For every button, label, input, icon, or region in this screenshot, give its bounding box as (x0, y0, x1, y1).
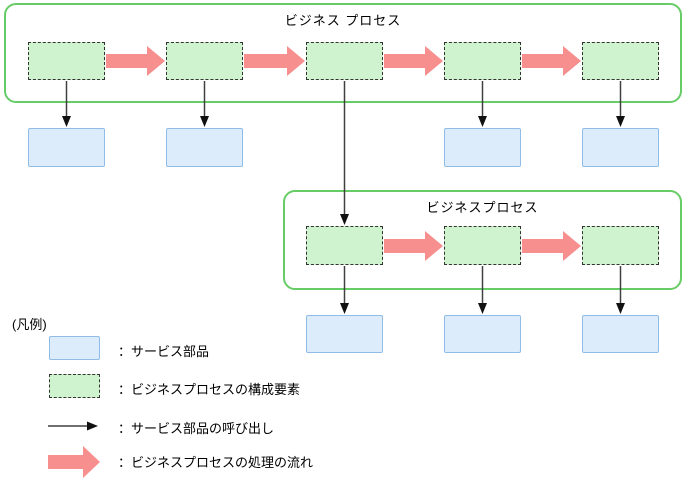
business-process-title-sub: ビジネスプロセス (426, 200, 539, 215)
process-element-box (582, 42, 659, 80)
legend-service-part-swatch (49, 336, 100, 360)
process-element-box (444, 226, 521, 265)
service-part-box (306, 315, 383, 353)
service-part-box (444, 128, 521, 167)
legend-label-flow-arrow: ：ビジネスプロセスの処理の流れ (118, 455, 314, 470)
legend-label-process-element: ：ビジネスプロセスの構成要素 (118, 382, 301, 397)
service-part-box (166, 128, 243, 167)
legend-title: (凡例) (12, 317, 47, 332)
process-element-box (166, 42, 243, 80)
legend-label-call-arrow: ：サービス部品の呼び出し (118, 421, 275, 436)
business-process-group-top: ビジネス プロセス (4, 3, 682, 103)
service-part-box (28, 128, 105, 167)
process-element-box (306, 226, 383, 265)
legend-flow-arrow-swatch (48, 446, 100, 478)
business-process-title-top: ビジネス プロセス (284, 13, 402, 28)
service-part-box (582, 315, 659, 353)
legend-call-arrow-swatch (48, 421, 98, 431)
service-part-box (444, 315, 521, 353)
legend-process-element-swatch (49, 374, 100, 398)
process-element-box (582, 226, 659, 265)
legend-label-service-part: ：サービス部品 (118, 344, 210, 359)
process-element-box (444, 42, 521, 80)
process-element-box (28, 42, 105, 80)
process-element-box (306, 42, 383, 80)
service-part-box (582, 128, 659, 167)
